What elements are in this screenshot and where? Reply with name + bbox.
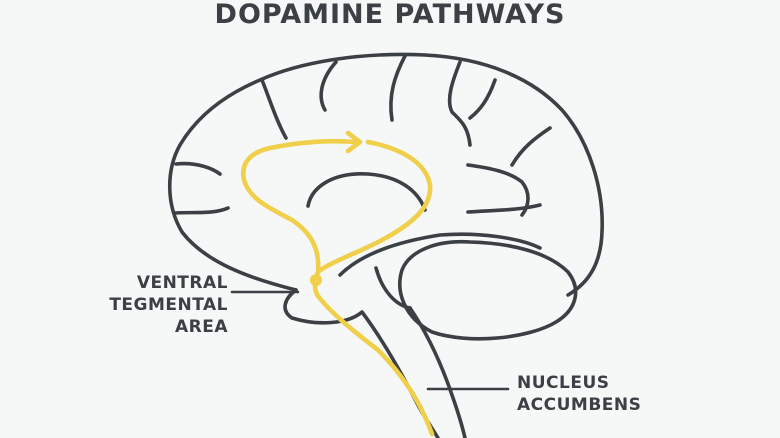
nucleus-accumbens-label-line-1: NUCLEUS	[517, 373, 610, 393]
gyrus-line	[319, 60, 338, 112]
mesolimbic-pathway	[312, 139, 435, 437]
gyrus-line	[172, 206, 230, 215]
vta-label: VENTRAL TEGMENTAL AREA	[109, 272, 228, 338]
vta-origin-dot	[310, 274, 322, 286]
gyrus-line	[468, 78, 497, 120]
dopamine-pathway	[240, 130, 435, 437]
vta-label-line-1: VENTRAL	[136, 273, 228, 293]
cerebellum-outline	[398, 239, 578, 341]
vta-label-line-2: TEGMENTAL	[109, 295, 228, 315]
nucleus-accumbens-label: NUCLEUS ACCUMBENS	[517, 372, 641, 416]
diagram-title: DOPAMINE PATHWAYS	[214, 0, 566, 30]
cerebrum-outline	[167, 52, 604, 297]
mesocortical-pathway	[240, 138, 359, 275]
gyrus-line	[447, 60, 472, 147]
gyrus-line	[174, 161, 222, 176]
corpus-callosum	[306, 172, 427, 212]
brainstem-right-edge	[408, 306, 467, 438]
pathway-arrowhead-icon	[345, 130, 363, 154]
vta-label-line-3: AREA	[174, 317, 228, 337]
brain-outline	[167, 52, 604, 438]
gyrus-line	[389, 54, 407, 122]
gyrus-line	[510, 126, 552, 167]
gyrus-line	[260, 78, 288, 140]
nucleus-accumbens-label-line-2: ACCUMBENS	[517, 395, 642, 415]
brainstem-left-edge	[283, 288, 440, 438]
gyrus-line	[466, 163, 530, 217]
cerebrum-lower-contour	[338, 232, 542, 277]
gyrus-line	[466, 203, 542, 214]
